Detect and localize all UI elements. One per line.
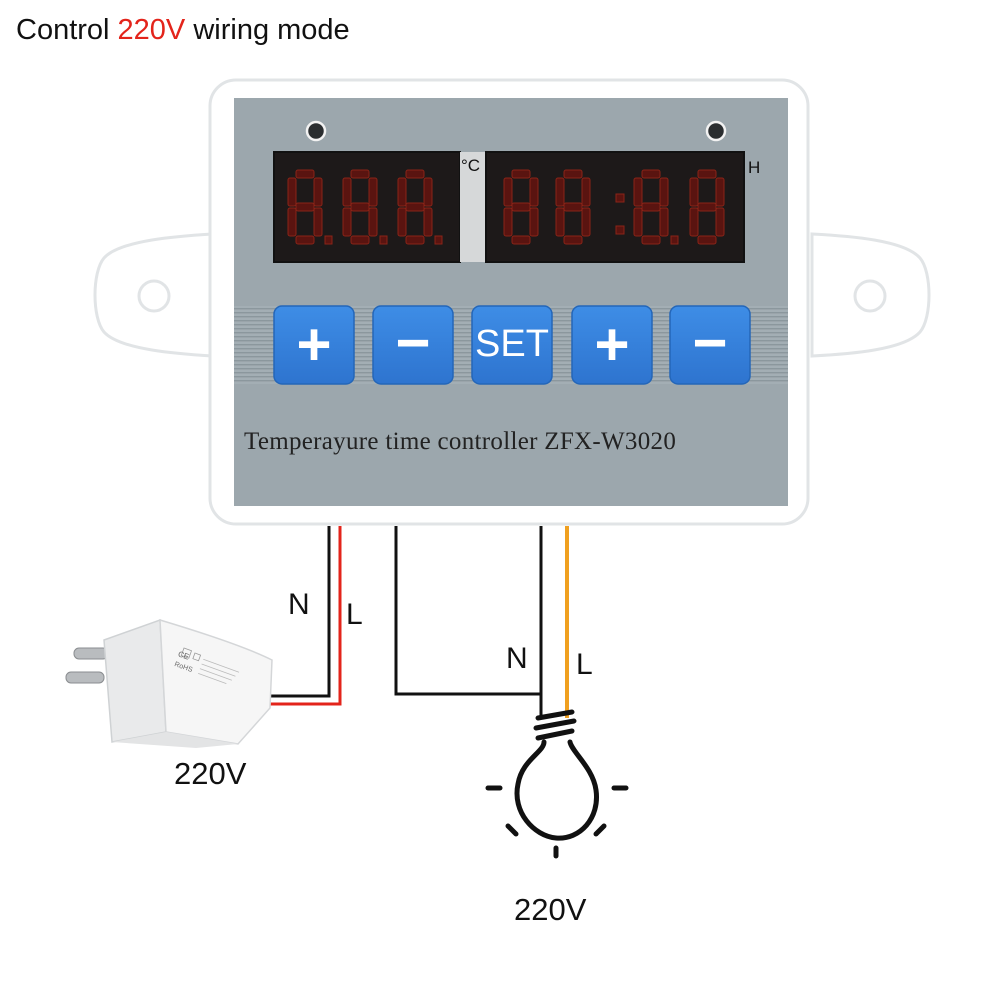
seven-segment-digits [287, 169, 725, 245]
digit-segment [563, 235, 583, 245]
digit-segment [350, 202, 370, 212]
digit-segment [368, 207, 378, 237]
mounting-ear-right [810, 232, 931, 358]
digit-segment [641, 169, 661, 179]
digit-segment [423, 177, 433, 207]
indicator-led-right [705, 120, 727, 142]
digit-segment [503, 207, 513, 237]
digit-segment [397, 207, 407, 237]
plug-adapter [65, 618, 273, 748]
digit-segment [581, 177, 591, 207]
plus-time-label: + [594, 311, 630, 378]
button-set[interactable] [471, 305, 553, 385]
digit-segment [350, 169, 370, 179]
digit-decimal-point [379, 235, 388, 245]
load-neutral-label: N [506, 642, 528, 675]
title-prefix: Control [16, 14, 118, 46]
digit-segment [581, 207, 591, 237]
digit-segment [641, 202, 661, 212]
indicator-led-left [305, 120, 327, 142]
digit-segment [555, 177, 565, 207]
digit-segment [405, 169, 425, 179]
digit-segment [555, 207, 565, 237]
digit-segment [503, 177, 513, 207]
set-label: SET [475, 323, 549, 365]
digit-segment [511, 235, 531, 245]
source-live-label: L [346, 598, 363, 631]
load-voltage-label: 220V [514, 892, 587, 927]
digit-segment [689, 207, 699, 237]
digit-segment [313, 177, 323, 207]
digit-segment [287, 177, 297, 207]
button-minus-temp[interactable] [372, 305, 454, 385]
diagram-title: Control 220V wiring mode [16, 14, 350, 47]
digit-segment [397, 177, 407, 207]
digit-segment [697, 202, 717, 212]
digit-segment [405, 235, 425, 245]
button-plus-time[interactable] [571, 305, 653, 385]
plus-temp-label: + [296, 311, 332, 378]
digit-segment [342, 207, 352, 237]
digit-segment [342, 177, 352, 207]
digit-segment [633, 207, 643, 237]
digit-segment [563, 169, 583, 179]
digit-decimal-point [324, 235, 333, 245]
digit-segment [511, 169, 531, 179]
digit-segment [350, 235, 370, 245]
digit-segment [405, 202, 425, 212]
digit-decimal-point [670, 235, 679, 245]
model-label: Temperayure time controller ZFX-W3020 [244, 428, 677, 455]
button-minus-time[interactable] [669, 305, 751, 385]
mounting-ear-left [93, 232, 214, 358]
digit-segment [368, 177, 378, 207]
digit-segment [641, 235, 661, 245]
source-voltage-label: 220V [174, 756, 247, 791]
time-colon-dot [615, 225, 625, 235]
minus-time-label: − [692, 309, 728, 376]
time-unit-label: H [748, 158, 761, 177]
digit-segment [295, 202, 315, 212]
digit-segment [633, 177, 643, 207]
digit-segment [659, 177, 669, 207]
digit-segment [287, 207, 297, 237]
wire-live-source [268, 526, 342, 706]
digit-segment [313, 207, 323, 237]
title-voltage: 220V [117, 14, 186, 46]
digit-decimal-point [434, 235, 443, 245]
digit-segment [697, 235, 717, 245]
temperature-unit-label: °C [461, 156, 481, 175]
digit-segment [659, 207, 669, 237]
digit-segment [529, 207, 539, 237]
digit-segment [689, 177, 699, 207]
display-divider [460, 152, 486, 262]
digit-segment [529, 177, 539, 207]
source-neutral-label: N [288, 588, 310, 621]
digit-segment [423, 207, 433, 237]
button-plus-temp[interactable] [273, 305, 355, 385]
digit-segment [295, 169, 315, 179]
digit-segment [511, 202, 531, 212]
minus-temp-label: − [395, 309, 431, 376]
time-colon-dot [615, 193, 625, 203]
wire-neutral-load-loop [394, 526, 541, 696]
light-bulb-icon [485, 709, 629, 859]
digit-segment [715, 207, 725, 237]
wire-neutral-source [268, 526, 331, 698]
digit-segment [295, 235, 315, 245]
digit-segment [697, 169, 717, 179]
digit-segment [715, 177, 725, 207]
load-live-label: L [576, 648, 593, 681]
title-suffix: wiring mode [185, 14, 350, 46]
digit-segment [563, 202, 583, 212]
